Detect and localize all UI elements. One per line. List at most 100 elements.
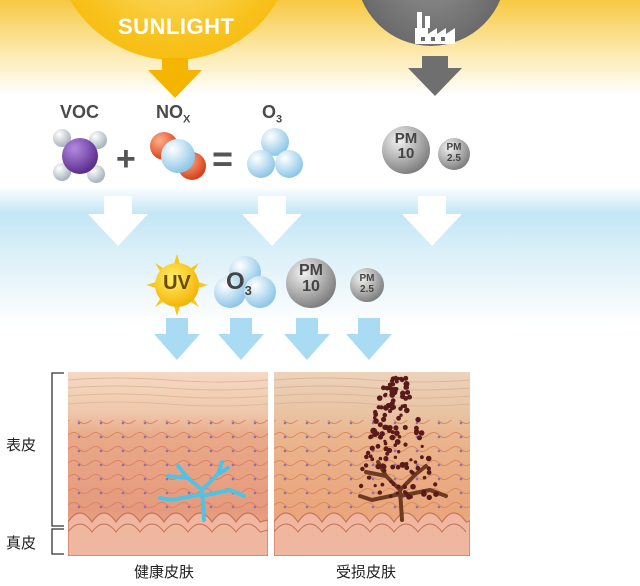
uv-label: UV (163, 272, 191, 294)
o3-molecule-icon (247, 128, 303, 178)
damage-particle (375, 443, 381, 449)
damage-particle (393, 425, 399, 431)
damage-particle (402, 425, 408, 430)
damage-particle (404, 465, 410, 471)
damage-particle (387, 425, 393, 431)
damage-particle (387, 382, 393, 388)
pm10-aggressor-label: PM 10 (284, 263, 338, 295)
damage-particle (370, 457, 375, 462)
damage-particle (433, 482, 438, 487)
healthy-skin-panel (68, 372, 268, 556)
damage-particle (380, 482, 385, 487)
damage-particle (400, 390, 406, 397)
damage-particle (396, 415, 401, 421)
damage-particle (389, 480, 393, 484)
pm10-top-num: 10 (397, 145, 415, 162)
damage-particle (377, 490, 382, 495)
damage-particle (433, 491, 439, 497)
pm10-aggressor-icon (286, 258, 336, 308)
damage-particle (417, 435, 422, 441)
damage-particle (395, 464, 401, 470)
damage-particle (403, 442, 408, 447)
damage-particle (422, 475, 427, 480)
damage-particle (360, 466, 365, 472)
damage-particle (426, 466, 431, 471)
damage-particle (425, 455, 432, 462)
factory-arrow (408, 56, 462, 96)
damage-particle (388, 494, 393, 499)
dermis-label: 真皮 (6, 534, 37, 552)
damage-particle (391, 482, 396, 486)
pm25-aggressor-label: PM 2.5 (348, 273, 386, 295)
plus-sign: + (116, 140, 136, 178)
damage-particle (409, 495, 413, 499)
damage-particle (396, 484, 401, 489)
damage-particle (405, 389, 411, 395)
healthy-skin-label: 健康皮肤 (134, 563, 195, 581)
damage-particle (393, 375, 398, 381)
pm25-top-label: PM 2.5 (436, 142, 472, 164)
epidermis-label: 表皮 (6, 436, 37, 454)
damage-particle (409, 458, 413, 462)
damage-particle (383, 456, 389, 462)
damage-particle (383, 446, 389, 452)
damage-particle (389, 405, 395, 411)
damage-particle (373, 418, 379, 424)
damage-particle (420, 444, 424, 448)
damage-particle (402, 484, 407, 490)
nox-main: NO (156, 102, 183, 122)
damage-particle (421, 491, 427, 497)
damage-particle (365, 450, 371, 456)
small-arrow-3 (284, 318, 330, 360)
damage-particle (381, 416, 387, 422)
o3-aggressor-label: O3 (226, 268, 252, 298)
pm10-aggr-text: PM (299, 262, 323, 279)
pm25-aggressor-icon (350, 268, 384, 302)
uv-sun-icon (146, 254, 208, 316)
small-arrow-1 (154, 318, 200, 360)
damage-particle (404, 407, 410, 414)
damage-particle (383, 404, 389, 411)
o3-cloud-icon (214, 256, 276, 308)
damage-particle (369, 445, 375, 451)
voc-molecule-icon (53, 129, 107, 183)
o3-aggressor-main: O (226, 268, 245, 295)
damage-particle (410, 483, 416, 490)
damage-particle (403, 381, 410, 387)
big-arrow-3 (402, 196, 462, 246)
damaged-skin-label: 受损皮肤 (336, 563, 397, 581)
damage-particle (399, 461, 406, 468)
damage-particle (390, 403, 394, 407)
damage-particle (373, 409, 378, 415)
damage-particle (358, 483, 364, 489)
sun-arrow (148, 58, 202, 98)
big-arrow-1 (88, 196, 148, 246)
pm10-aggr-num: 10 (302, 278, 320, 295)
damage-particle (389, 389, 393, 394)
damage-particle (363, 463, 369, 468)
damage-particle (399, 413, 403, 417)
damage-particle (394, 430, 400, 436)
damage-particle (383, 439, 387, 443)
damage-particle (413, 460, 418, 464)
pm10-top-label: PM 10 (380, 131, 432, 161)
damage-particle (373, 484, 377, 488)
pm10-top-text: PM (394, 130, 418, 147)
damage-particle (399, 377, 405, 383)
damage-particle (379, 405, 384, 410)
damage-particle (415, 416, 421, 423)
damage-particle (370, 427, 377, 434)
o3-label: O3 (262, 102, 282, 126)
damage-particle (374, 431, 380, 436)
pm25-top-num: 2.5 (447, 153, 461, 164)
damage-particle (383, 393, 388, 398)
damage-particle (393, 455, 398, 459)
damage-particle (390, 464, 396, 470)
damage-particle (394, 379, 399, 384)
pm25-aggr-text: PM (359, 273, 375, 284)
layer-bracket (51, 372, 64, 555)
damage-particle (368, 454, 373, 459)
damage-particle (382, 468, 387, 473)
o3-sub: 3 (276, 113, 283, 126)
damage-particle (420, 455, 424, 460)
